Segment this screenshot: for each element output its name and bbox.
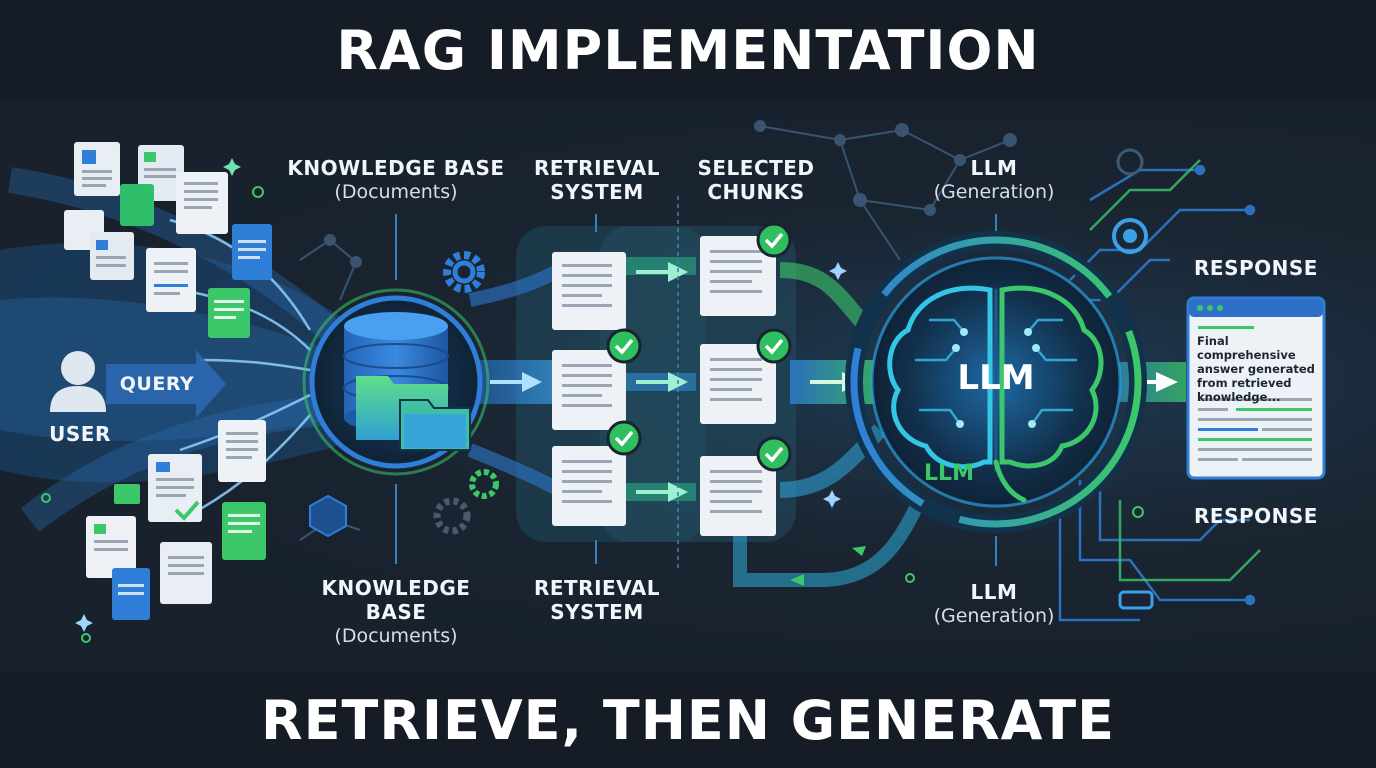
response-label-top: RESPONSE <box>1194 256 1318 280</box>
divider-lines <box>395 196 997 570</box>
response-card <box>1186 296 1326 480</box>
user-label: USER <box>49 422 111 446</box>
chip-icon <box>1118 590 1154 610</box>
llm-generation-label-top: LLM (Generation) <box>933 156 1055 203</box>
query-label: QUERY <box>119 373 195 395</box>
query-arrow <box>106 350 226 418</box>
llm-small-label: LLM <box>924 461 974 486</box>
response-label-bottom: RESPONSE <box>1194 504 1318 528</box>
brain-icon <box>887 285 1104 503</box>
title-band: RAG IMPLEMENTATION <box>0 0 1376 100</box>
selected-chunks <box>700 236 776 536</box>
knowledge-base-label-bottom: KNOWLEDGE BASE (Documents) <box>321 576 471 647</box>
selected-chunks-label: SELECTED CHUNKS <box>697 156 815 204</box>
diagram-svg <box>0 120 1326 643</box>
network-graph <box>299 120 1017 541</box>
circuit-node <box>1112 218 1148 254</box>
response-card-text: Final comprehensive answer generated fro… <box>1197 334 1315 404</box>
footer-title: RETRIEVE, THEN GENERATE <box>261 688 1115 752</box>
scattered-documents <box>64 142 272 620</box>
retrieval-system-label-bottom: RETRIEVAL SYSTEM <box>533 576 661 624</box>
knowledge-base-label-top: KNOWLEDGE BASE (Documents) <box>287 156 505 203</box>
check-icon <box>606 222 792 472</box>
folder-icon <box>356 376 471 451</box>
sparkles <box>41 158 1144 643</box>
page-title: RAG IMPLEMENTATION <box>336 18 1040 82</box>
footer-band: RETRIEVE, THEN GENERATE <box>0 672 1376 768</box>
llm-generation-label-bottom: LLM (Generation) <box>933 580 1055 627</box>
diagram-stage: USER QUERY KNOWLEDGE BASE (Documents) KN… <box>0 100 1376 672</box>
retrieved-documents <box>552 252 626 526</box>
retrieval-system-label-top: RETRIEVAL SYSTEM <box>533 156 661 204</box>
llm-center-label: LLM <box>957 358 1035 398</box>
gear-icon <box>433 251 499 535</box>
user-icon <box>50 351 106 412</box>
hex-icon <box>309 494 347 538</box>
